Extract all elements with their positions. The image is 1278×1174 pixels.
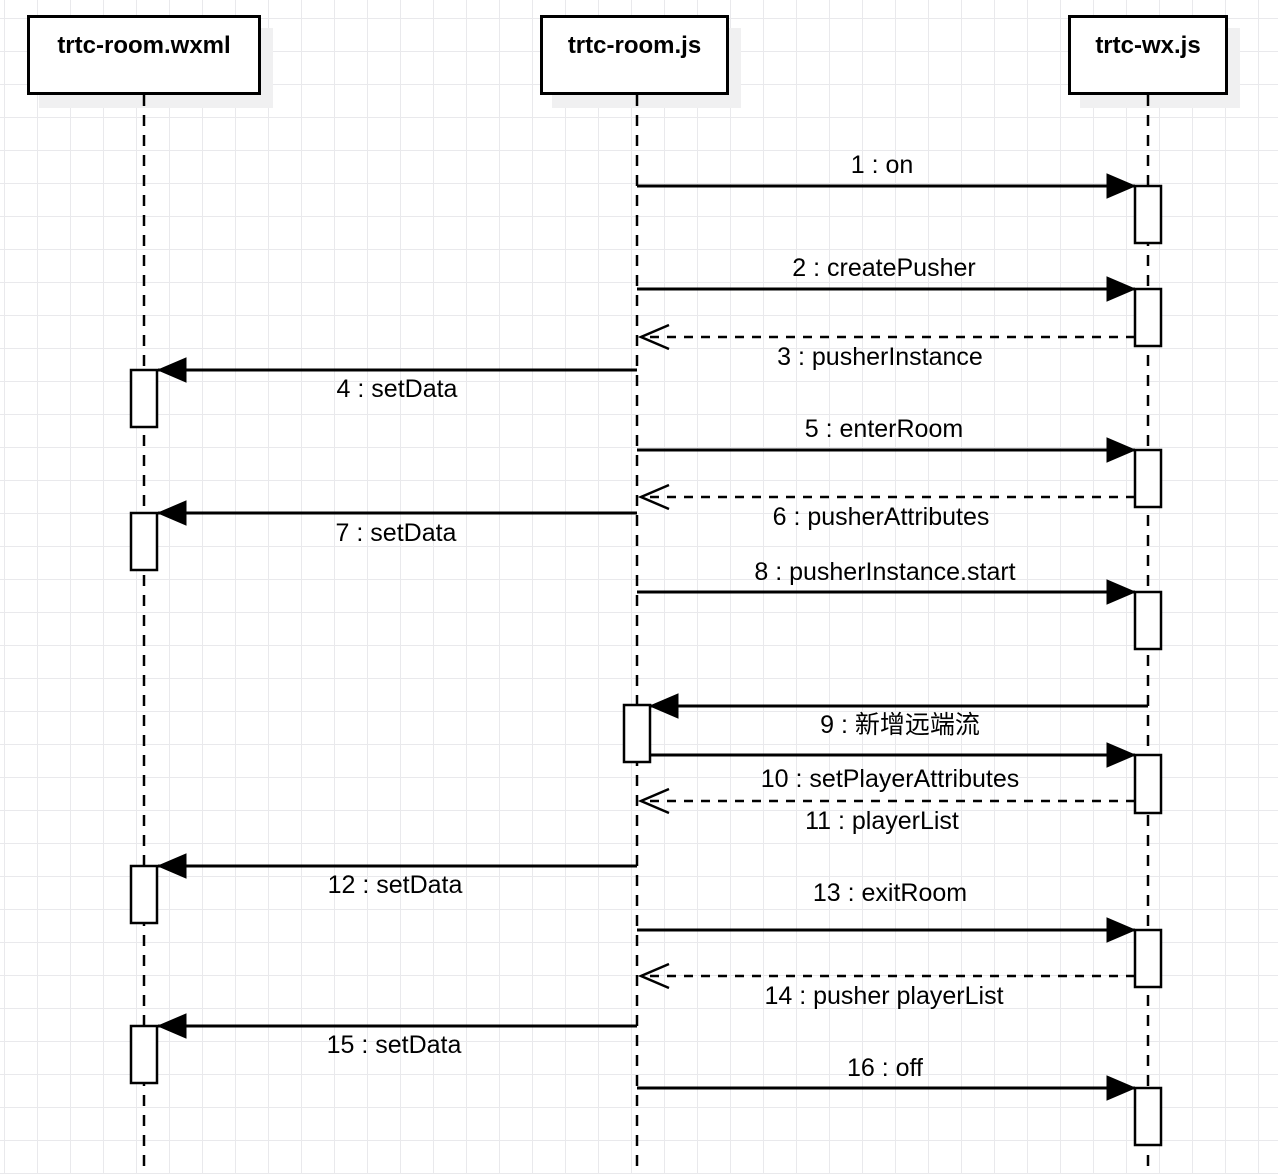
message-label-13: 13 : exitRoom [813,879,967,907]
activation-bar-trtc-wx-js [1133,928,1163,989]
message-label-5: 5 : enterRoom [805,415,963,443]
filled-arrowhead-icon-4 [156,357,187,383]
participant-label: trtc-wx.js [1095,32,1201,59]
open-arrowhead-icon-3 [637,323,670,351]
activation-bar-trtc-wx-js [1133,1086,1163,1147]
message-label-12: 12 : setData [328,871,463,899]
filled-arrowhead-icon-7 [156,500,187,526]
filled-arrowhead-icon-12 [156,853,187,879]
message-label-8: 8 : pusherInstance.start [754,558,1015,586]
open-arrowhead-icon-14 [637,962,670,990]
activation-bar-trtc-room-js [622,703,652,764]
message-label-1: 1 : on [851,151,914,179]
message-label-16: 16 : off [847,1054,923,1082]
activation-bar-trtc-room-wxml [129,1024,159,1085]
participant-box-trtc-wx-js: trtc-wx.js [1068,15,1228,95]
filled-arrowhead-icon-10 [1106,742,1137,768]
open-arrowhead-icon-6 [637,483,670,511]
message-label-2: 2 : createPusher [792,254,975,282]
activation-bar-trtc-wx-js [1133,184,1163,245]
filled-arrowhead-icon-9 [648,693,679,719]
filled-arrowhead-icon-5 [1106,437,1137,463]
filled-arrowhead-icon-8 [1106,579,1137,605]
filled-arrowhead-icon-1 [1106,173,1137,199]
filled-arrowhead-icon-13 [1106,917,1137,943]
activation-bar-trtc-wx-js [1133,753,1163,815]
filled-arrowhead-icon-16 [1106,1075,1137,1101]
activation-bar-trtc-wx-js [1133,448,1163,509]
message-label-7: 7 : setData [336,519,457,547]
open-arrowhead-icon-11 [637,787,670,815]
filled-arrowhead-icon-2 [1106,276,1137,302]
message-label-15: 15 : setData [327,1031,462,1059]
activation-bar-trtc-room-wxml [129,368,159,429]
participant-box-trtc-room-wxml: trtc-room.wxml [27,15,261,95]
activation-bar-trtc-room-wxml [129,864,159,925]
participant-box-trtc-room-js: trtc-room.js [540,15,729,95]
activation-bar-trtc-wx-js [1133,287,1163,348]
message-label-3: 3 : pusherInstance [777,343,983,371]
message-label-14: 14 : pusher playerList [764,982,1003,1010]
message-label-6: 6 : pusherAttributes [773,503,990,531]
message-label-11: 11 : playerList [805,807,959,835]
activation-bar-trtc-room-wxml [129,511,159,572]
participant-label: trtc-room.js [567,32,702,59]
message-label-9: 9 : 新增远端流 [820,711,980,739]
participant-label: trtc-room.wxml [57,32,231,59]
activation-bar-trtc-wx-js [1133,590,1163,651]
message-label-4: 4 : setData [337,375,458,403]
message-label-10: 10 : setPlayerAttributes [761,765,1019,793]
filled-arrowhead-icon-15 [156,1013,187,1039]
